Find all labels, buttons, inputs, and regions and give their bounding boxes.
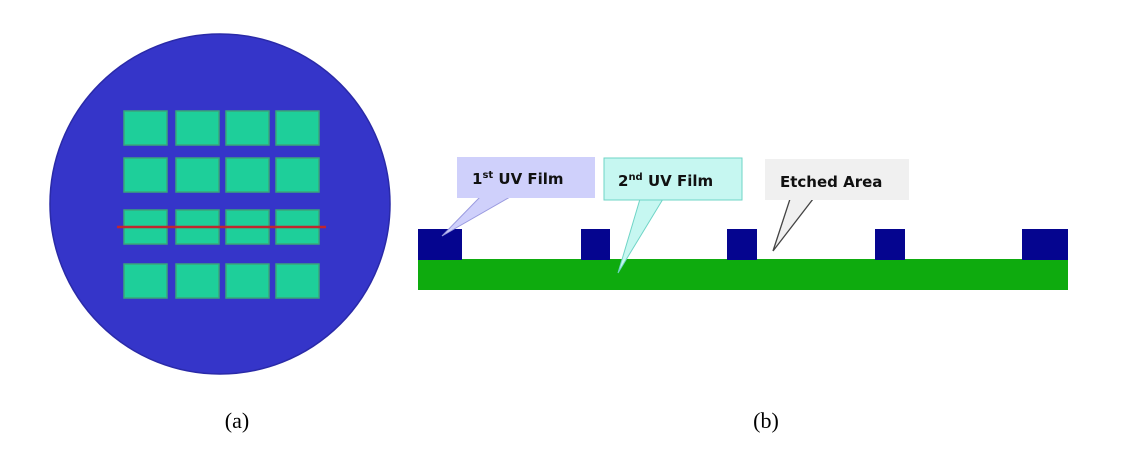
die: [275, 263, 320, 299]
second-uv-film-layer: [418, 259, 1068, 290]
callout-second-uv-num: 2: [618, 172, 628, 190]
first-uv-film-block: [418, 229, 462, 260]
wafer-disc: [49, 33, 391, 375]
callout-second-uv-text: 2nd UV Film: [618, 172, 713, 190]
first-uv-film-block: [875, 229, 905, 260]
callout-etched-pointer: [772, 198, 815, 252]
die: [123, 157, 168, 193]
callout-first-uv-sup: st: [482, 170, 493, 181]
first-uv-film-blocks: [418, 229, 1068, 260]
die: [123, 263, 168, 299]
first-uv-film-block: [581, 229, 610, 260]
die: [275, 110, 320, 146]
cross-section-view: 1st UV Film 2nd UV Film Etched Area: [418, 157, 1068, 290]
first-uv-film-block: [1022, 229, 1068, 260]
callout-second-uv-film: 2nd UV Film: [603, 157, 743, 274]
callout-second-uv-sup: nd: [628, 172, 642, 183]
die: [175, 110, 220, 146]
callout-second-uv-box: [603, 157, 743, 201]
wafer-top-view: [49, 33, 391, 375]
callout-first-uv-box: [457, 157, 595, 198]
die: [225, 263, 270, 299]
callout-first-uv-label: UV Film: [493, 170, 563, 188]
die: [225, 157, 270, 193]
callout-first-uv-film: 1st UV Film: [441, 157, 595, 237]
callout-etched-area: Etched Area: [765, 159, 909, 252]
callout-first-uv-text: 1st UV Film: [472, 170, 564, 188]
panel-label-a: (a): [225, 408, 249, 433]
callout-first-uv-pointer: [441, 196, 512, 237]
panel-label-b: (b): [753, 408, 779, 433]
callout-second-uv-label: UV Film: [643, 172, 713, 190]
die: [123, 110, 168, 146]
die: [175, 263, 220, 299]
die: [175, 157, 220, 193]
die: [225, 110, 270, 146]
callout-etched-box: [765, 159, 909, 200]
first-uv-film-block: [727, 229, 757, 260]
callout-first-uv-num: 1: [472, 170, 482, 188]
die: [275, 157, 320, 193]
callout-etched-label: Etched Area: [780, 173, 882, 191]
